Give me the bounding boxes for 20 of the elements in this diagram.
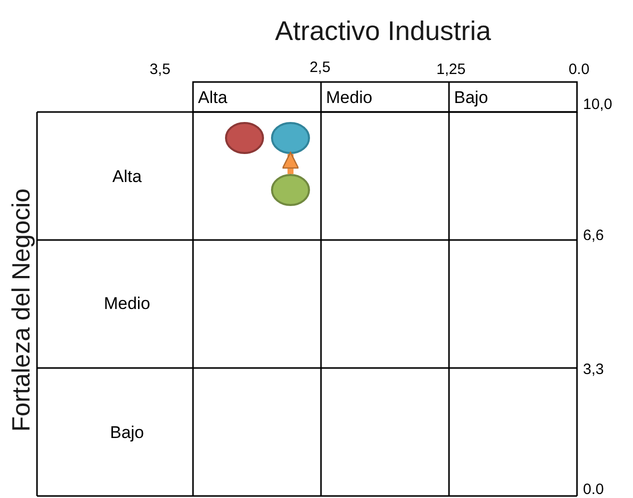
- axis-tick-label: 0.0: [568, 62, 590, 77]
- axis-tick-label: 0.0: [583, 482, 604, 497]
- axis-title: Fortaleza del Negocio: [10, 188, 34, 432]
- ellipse-marker: [271, 122, 310, 154]
- axis-tick-label: 6,6: [583, 228, 604, 243]
- axis-tick-label: 1,25: [436, 62, 466, 77]
- row-header: Medio: [104, 295, 150, 312]
- ellipse-marker: [225, 122, 264, 154]
- title: Atractivo Industria: [274, 18, 492, 45]
- axis-tick-label: 10,0: [583, 97, 612, 112]
- row-header: Alta: [112, 168, 142, 185]
- ellipse-marker: [271, 174, 310, 206]
- axis-tick-label: 2,5: [310, 60, 330, 75]
- arrow: [282, 152, 299, 174]
- row-header: Bajo: [110, 424, 144, 441]
- axis-tick-label: 3,5: [150, 62, 170, 77]
- column-header: Medio: [326, 89, 372, 106]
- column-header: Alta: [198, 89, 228, 106]
- axis-tick-label: 3,3: [583, 362, 604, 377]
- column-header: Bajo: [454, 89, 488, 106]
